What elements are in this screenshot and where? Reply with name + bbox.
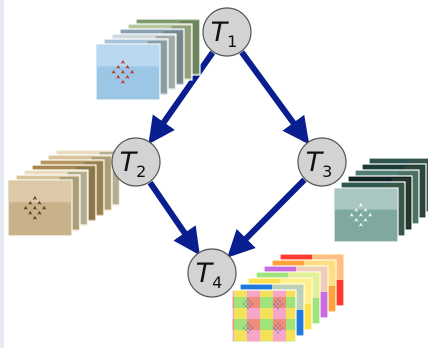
jet-icon: [116, 74, 121, 79]
node-label: T2: [120, 147, 147, 181]
jet-icon: [23, 205, 28, 210]
image-stack-sepia: [7, 149, 121, 237]
jet-icon: [41, 205, 47, 210]
jet-icon: [247, 322, 249, 325]
edge-T1-T3: [239, 50, 310, 145]
node-T2: T2: [111, 137, 161, 187]
jet-icon: [120, 69, 126, 74]
jet-icon: [247, 298, 249, 301]
node-subscript: 3: [322, 162, 332, 181]
jet-icon: [129, 69, 135, 74]
jet-icon: [274, 305, 277, 308]
jet-icon: [363, 217, 368, 222]
node-T4: T4: [187, 248, 237, 298]
jet-icon: [349, 212, 354, 217]
jet-icon: [32, 195, 38, 200]
left-edge-strip: [0, 0, 4, 348]
jet-icon: [28, 200, 33, 205]
jet-icon: [247, 331, 249, 334]
jet-icon: [37, 210, 42, 215]
jet-icon: [279, 329, 282, 332]
jet-icon: [277, 327, 279, 329]
jet-icon: [249, 324, 252, 327]
jet-icon: [281, 303, 284, 305]
node-circle: [202, 7, 252, 57]
image-stack-original: [95, 18, 201, 101]
image-sky: [96, 44, 160, 67]
edge-T2-T4: [147, 180, 200, 256]
jet-icon: [32, 215, 38, 220]
node-T1: T1: [202, 7, 252, 57]
edges-group: [147, 50, 310, 258]
image-sky: [8, 180, 72, 203]
jet-icon: [32, 205, 38, 210]
jet-icon: [251, 303, 254, 305]
jet-icon: [358, 202, 364, 207]
jet-icon: [120, 79, 126, 84]
jet-icon: [120, 59, 126, 64]
jet-icon: [354, 217, 359, 222]
jet-icon: [358, 222, 364, 227]
jet-icon: [274, 329, 277, 332]
jet-icon: [116, 64, 121, 69]
jet-icon: [242, 303, 245, 305]
jet-icon: [272, 327, 275, 329]
jet-icon: [279, 305, 282, 308]
jet-icon: [277, 298, 279, 301]
jet-icon: [367, 212, 373, 217]
jet-icon: [354, 207, 359, 212]
node-subscript: 1: [227, 32, 237, 51]
edge-T3-T4: [227, 177, 307, 258]
jet-icon: [277, 322, 279, 325]
node-subscript: 2: [136, 162, 146, 181]
jet-icon: [358, 212, 364, 217]
node-label: T1: [211, 17, 238, 51]
jet-icon: [244, 324, 247, 327]
jet-icon: [251, 327, 254, 329]
jet-icon: [125, 64, 130, 69]
jet-icon: [274, 324, 277, 327]
image-stack-teal: [333, 157, 428, 243]
jet-icon: [277, 303, 279, 305]
jet-icon: [279, 324, 282, 327]
edge-T1-T2: [148, 50, 216, 145]
node-circle: [297, 137, 347, 187]
node-label: T3: [306, 147, 333, 181]
jet-icon: [249, 329, 252, 332]
node-label: T4: [196, 258, 223, 292]
front-image: [231, 289, 297, 343]
jet-icon: [274, 300, 277, 303]
jet-icon: [277, 331, 279, 334]
node-subscript: 4: [212, 273, 222, 292]
node-circle: [111, 137, 161, 187]
jet-icon: [277, 307, 279, 310]
jet-icon: [244, 305, 247, 308]
jet-icon: [247, 327, 249, 329]
jet-icon: [281, 327, 284, 329]
jet-icon: [272, 303, 275, 305]
jet-icon: [244, 329, 247, 332]
image-stack-colorful: [231, 253, 345, 343]
jet-icon: [37, 200, 42, 205]
node-circle: [187, 248, 237, 298]
jet-icon: [247, 307, 249, 310]
jet-icon: [247, 303, 249, 305]
jet-icon: [363, 207, 368, 212]
jet-icon: [111, 69, 116, 74]
image-sky: [334, 188, 398, 210]
jet-icon: [249, 305, 252, 308]
jet-icon: [125, 74, 130, 79]
jet-icon: [244, 300, 247, 303]
jet-icon: [249, 300, 252, 303]
jet-icon: [28, 210, 33, 215]
jet-icon: [242, 327, 245, 329]
jet-icon: [279, 300, 282, 303]
node-T3: T3: [297, 137, 347, 187]
